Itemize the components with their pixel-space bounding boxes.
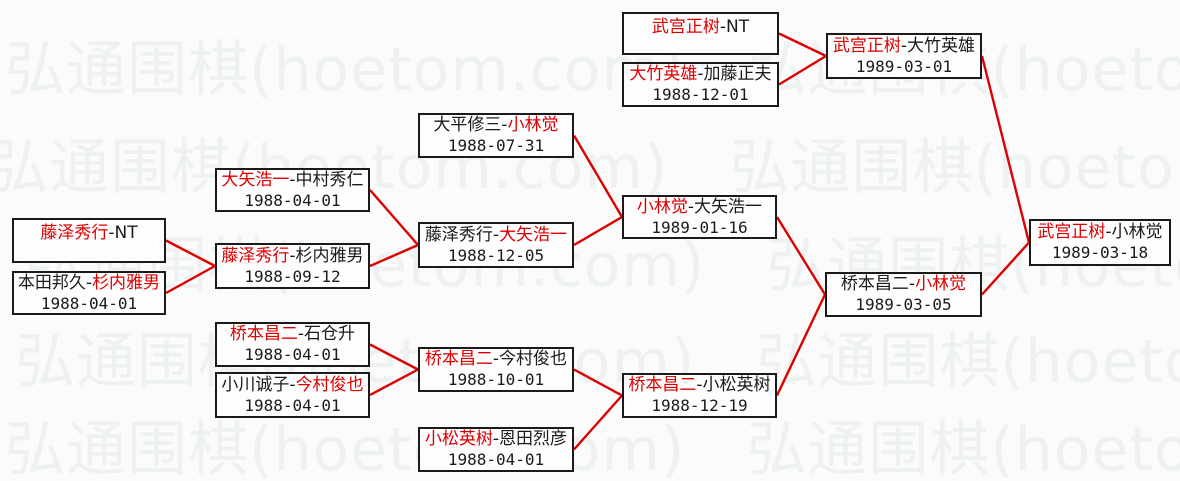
winner-name: 桥本昌二 xyxy=(229,324,298,344)
loser-name: -NT xyxy=(108,223,138,243)
match-date: 1988-09-12 xyxy=(244,266,341,286)
watermark-row: 弘通围棋(hoetom.com) 弘通围棋(hoetom.com) xyxy=(0,133,1180,203)
match-box-o: 武宫正树-大竹英雄 1989-03-01 xyxy=(826,33,982,79)
match-label: 武宫正树-小林觉 xyxy=(1037,222,1162,243)
loser-name: 小川诚子- xyxy=(221,374,296,395)
loser-name: -今村俊也 xyxy=(492,349,568,369)
match-date: 1988-04-01 xyxy=(244,190,341,210)
loser-name: -杉内雅男 xyxy=(289,245,364,266)
match-label: 小林觉-大矢浩一 xyxy=(637,197,762,218)
match-date: 1988-10-01 xyxy=(447,370,545,389)
loser-name: -恩田烈彦 xyxy=(492,429,568,449)
match-label: 小川诚子-今村俊也 xyxy=(221,375,363,396)
winner-name: 杉内雅男 xyxy=(92,272,161,293)
winner-name: 大矢浩一 xyxy=(499,224,568,245)
match-label: 藤泽秀行-NT xyxy=(40,223,137,244)
match-date: 1988-04-01 xyxy=(447,450,545,469)
winner-name: 小林觉 xyxy=(507,115,559,135)
loser-name: -中村秀仁 xyxy=(289,169,364,190)
winner-name: 桥本昌二 xyxy=(424,349,493,369)
winner-name: 藤泽秀行 xyxy=(40,223,109,243)
match-date: 1989-03-01 xyxy=(855,56,953,76)
loser-name: -小松英树 xyxy=(696,375,771,395)
match-label: 桥本昌二-今村俊也 xyxy=(425,349,567,370)
winner-name: 桥本昌二 xyxy=(628,375,697,395)
match-label: 桥本昌二-石仓升 xyxy=(230,324,355,345)
winner-name: 小松英树 xyxy=(424,429,493,449)
match-date: 1988-04-01 xyxy=(244,395,341,415)
loser-name: 大平修三- xyxy=(433,115,508,135)
match-box-p: 桥本昌二-小林觉 1989-03-05 xyxy=(825,272,982,317)
winner-name: 武宫正树 xyxy=(1037,222,1106,242)
match-box-b: 本田邦久-杉内雅男 1988-04-01 xyxy=(12,271,166,315)
match-date: 1988-04-01 xyxy=(244,345,341,364)
match-date: 1989-01-16 xyxy=(651,217,748,237)
match-date: 1988-12-19 xyxy=(651,396,748,415)
match-box-n: 桥本昌二-小松英树 1988-12-19 xyxy=(622,373,777,418)
match-box-e: 桥本昌二-石仓升 1988-04-01 xyxy=(215,322,370,367)
match-box-h: 藤泽秀行-大矢浩一 1988-12-05 xyxy=(418,222,574,268)
winner-name: 小林觉 xyxy=(636,196,688,217)
match-label: 小松英树-恩田烈彦 xyxy=(425,429,567,450)
winner-name: 藤泽秀行 xyxy=(221,245,290,266)
match-label: 大矢浩一-中村秀仁 xyxy=(221,170,363,191)
match-date: 1989-03-18 xyxy=(1051,243,1149,262)
winner-name: 大竹英雄 xyxy=(629,64,698,84)
watermark-row: 弘通围棋(hoetom.com) 弘通围棋(hoetom.com) xyxy=(5,35,1180,105)
match-box-k: 武宫正树-NT xyxy=(622,12,779,55)
match-box-a: 藤泽秀行-NT xyxy=(12,218,166,263)
match-label: 大竹英雄-加藤正夫 xyxy=(629,64,771,85)
match-date: 1988-12-05 xyxy=(447,245,545,265)
match-box-m: 小林觉-大矢浩一 1989-01-16 xyxy=(622,195,777,239)
match-label: 武宫正树-大竹英雄 xyxy=(833,36,975,57)
winner-name: 武宫正树 xyxy=(651,17,720,37)
match-label: 藤泽秀行-杉内雅男 xyxy=(221,246,363,267)
loser-name: 本田邦久- xyxy=(17,272,93,293)
match-date: 1988-12-01 xyxy=(652,85,749,104)
loser-name: -加藤正夫 xyxy=(697,64,772,84)
loser-name: -大矢浩一 xyxy=(687,196,763,217)
winner-name: 武宫正树 xyxy=(832,35,901,56)
loser-name: -小林觉 xyxy=(1105,222,1163,242)
loser-name: 藤泽秀行- xyxy=(424,224,500,245)
loser-name: -大竹英雄 xyxy=(900,35,976,56)
match-label: 武宫正树-NT xyxy=(652,17,749,38)
loser-name: -石仓升 xyxy=(297,324,356,344)
match-label: 本田邦久-杉内雅男 xyxy=(18,273,160,294)
match-label: 桥本昌二-小林觉 xyxy=(841,274,966,295)
match-box-j: 小松英树-恩田烈彦 1988-04-01 xyxy=(418,427,574,472)
match-box-i: 桥本昌二-今村俊也 1988-10-01 xyxy=(418,347,574,392)
match-date: 1988-07-31 xyxy=(447,136,545,155)
match-box-q: 武宫正树-小林觉 1989-03-18 xyxy=(1029,219,1171,266)
match-box-l: 大竹英雄-加藤正夫 1988-12-01 xyxy=(622,62,779,107)
match-label: 藤泽秀行-大矢浩一 xyxy=(425,225,567,246)
match-date: 1988-04-01 xyxy=(40,293,138,313)
match-box-d: 藤泽秀行-杉内雅男 1988-09-12 xyxy=(215,243,370,289)
winner-name: 小林觉 xyxy=(915,274,967,294)
winner-name: 大矢浩一 xyxy=(221,169,290,190)
match-label: 大平修三-小林觉 xyxy=(433,115,558,136)
loser-name: 桥本昌二- xyxy=(840,274,916,294)
match-date: 1989-03-05 xyxy=(855,295,952,314)
match-box-g: 大平修三-小林觉 1988-07-31 xyxy=(418,113,574,158)
winner-name: 今村俊也 xyxy=(295,374,364,395)
match-label: 桥本昌二-小松英树 xyxy=(628,375,770,396)
match-box-c: 大矢浩一-中村秀仁 1988-04-01 xyxy=(215,168,370,212)
match-box-f: 小川诚子-今村俊也 1988-04-01 xyxy=(215,372,370,418)
loser-name: -NT xyxy=(719,17,750,37)
